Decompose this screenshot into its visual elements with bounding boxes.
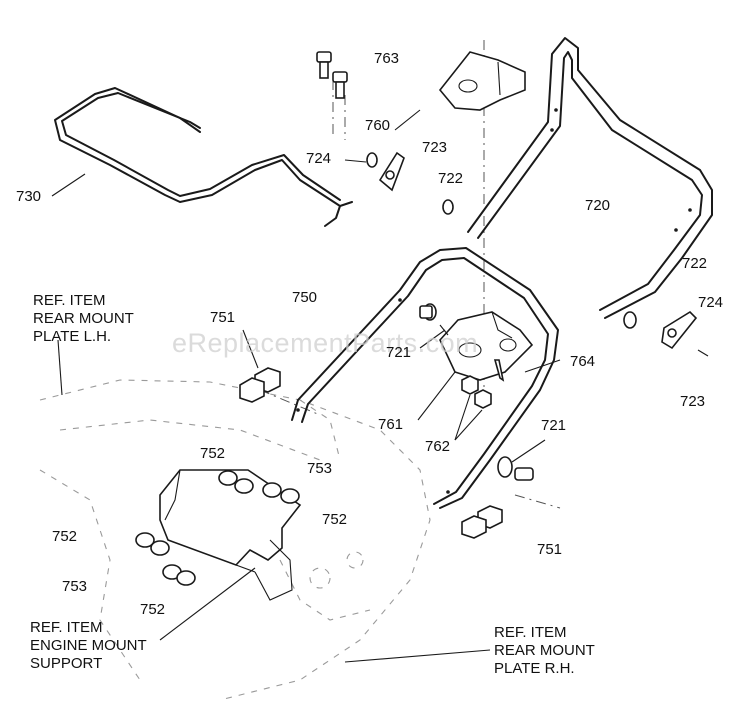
label-750: 750 <box>292 289 318 306</box>
label-722-left: 722 <box>438 170 464 187</box>
label-762: 762 <box>425 438 451 455</box>
label-763: 763 <box>374 50 400 67</box>
handle-720 <box>467 37 713 319</box>
label-752-left: 752 <box>52 528 78 545</box>
label-751-upper: 751 <box>210 309 236 326</box>
label-752-right: 752 <box>322 511 348 528</box>
control-rod-730 <box>54 87 353 227</box>
ref-rear-rh-line-2: REAR MOUNT <box>494 642 595 659</box>
label-720: 720 <box>585 197 611 214</box>
ref-rear-lh-line-3: PLATE L.H. <box>33 328 112 345</box>
washers-753 <box>135 470 300 586</box>
label-730: 730 <box>16 188 42 205</box>
label-760: 760 <box>365 117 391 134</box>
ref-rear-rh-line-1: REF. ITEM <box>494 624 567 641</box>
label-723-left: 723 <box>422 139 448 156</box>
label-722-right: 722 <box>682 255 708 272</box>
label-751-lower: 751 <box>537 541 563 558</box>
label-752-bottom: 752 <box>140 601 166 618</box>
label-753-right: 753 <box>307 460 333 477</box>
label-724-left: 724 <box>306 150 332 167</box>
bracket-761-764 <box>439 311 534 382</box>
label-723-right: 723 <box>680 393 706 410</box>
hardware-722-724-723-right <box>623 310 709 357</box>
bolts-751-right <box>461 505 503 539</box>
ref-rear-mount-plate-lh: REF. ITEM REAR MOUNT PLATE L.H. <box>33 292 134 346</box>
spacer-721-upper <box>419 303 449 336</box>
nuts-762 <box>461 375 492 409</box>
bolts-751-left <box>239 367 281 403</box>
bracket-760 <box>438 51 526 111</box>
hardware-724-723-left <box>366 151 454 215</box>
lower-handle-750 <box>291 247 559 509</box>
label-764: 764 <box>570 353 596 370</box>
label-761: 761 <box>378 416 404 433</box>
label-752-top: 752 <box>200 445 226 462</box>
ref-rear-lh-line-1: REF. ITEM <box>33 292 106 309</box>
ref-engine-line-2: ENGINE MOUNT <box>30 637 147 654</box>
label-753-left: 753 <box>62 578 88 595</box>
label-721-lower: 721 <box>541 417 567 434</box>
label-724-right: 724 <box>698 294 724 311</box>
watermark: eReplacementParts.com <box>172 328 479 358</box>
label-721-upper: 721 <box>386 344 412 361</box>
ref-engine-line-1: REF. ITEM <box>30 619 103 636</box>
bolts-763 <box>316 51 348 99</box>
ref-rear-mount-plate-rh: REF. ITEM REAR MOUNT PLATE R.H. <box>494 624 595 678</box>
ref-rear-lh-line-2: REAR MOUNT <box>33 310 134 327</box>
alignment-axes <box>259 40 561 509</box>
ref-engine-mount-support: REF. ITEM ENGINE MOUNT SUPPORT <box>30 619 147 673</box>
ref-rear-rh-line-3: PLATE R.H. <box>494 660 575 677</box>
leader-lines <box>51 109 561 663</box>
ref-engine-line-3: SUPPORT <box>30 655 103 672</box>
spacer-721-lower <box>497 456 534 481</box>
engine-housing-outline <box>39 379 431 701</box>
